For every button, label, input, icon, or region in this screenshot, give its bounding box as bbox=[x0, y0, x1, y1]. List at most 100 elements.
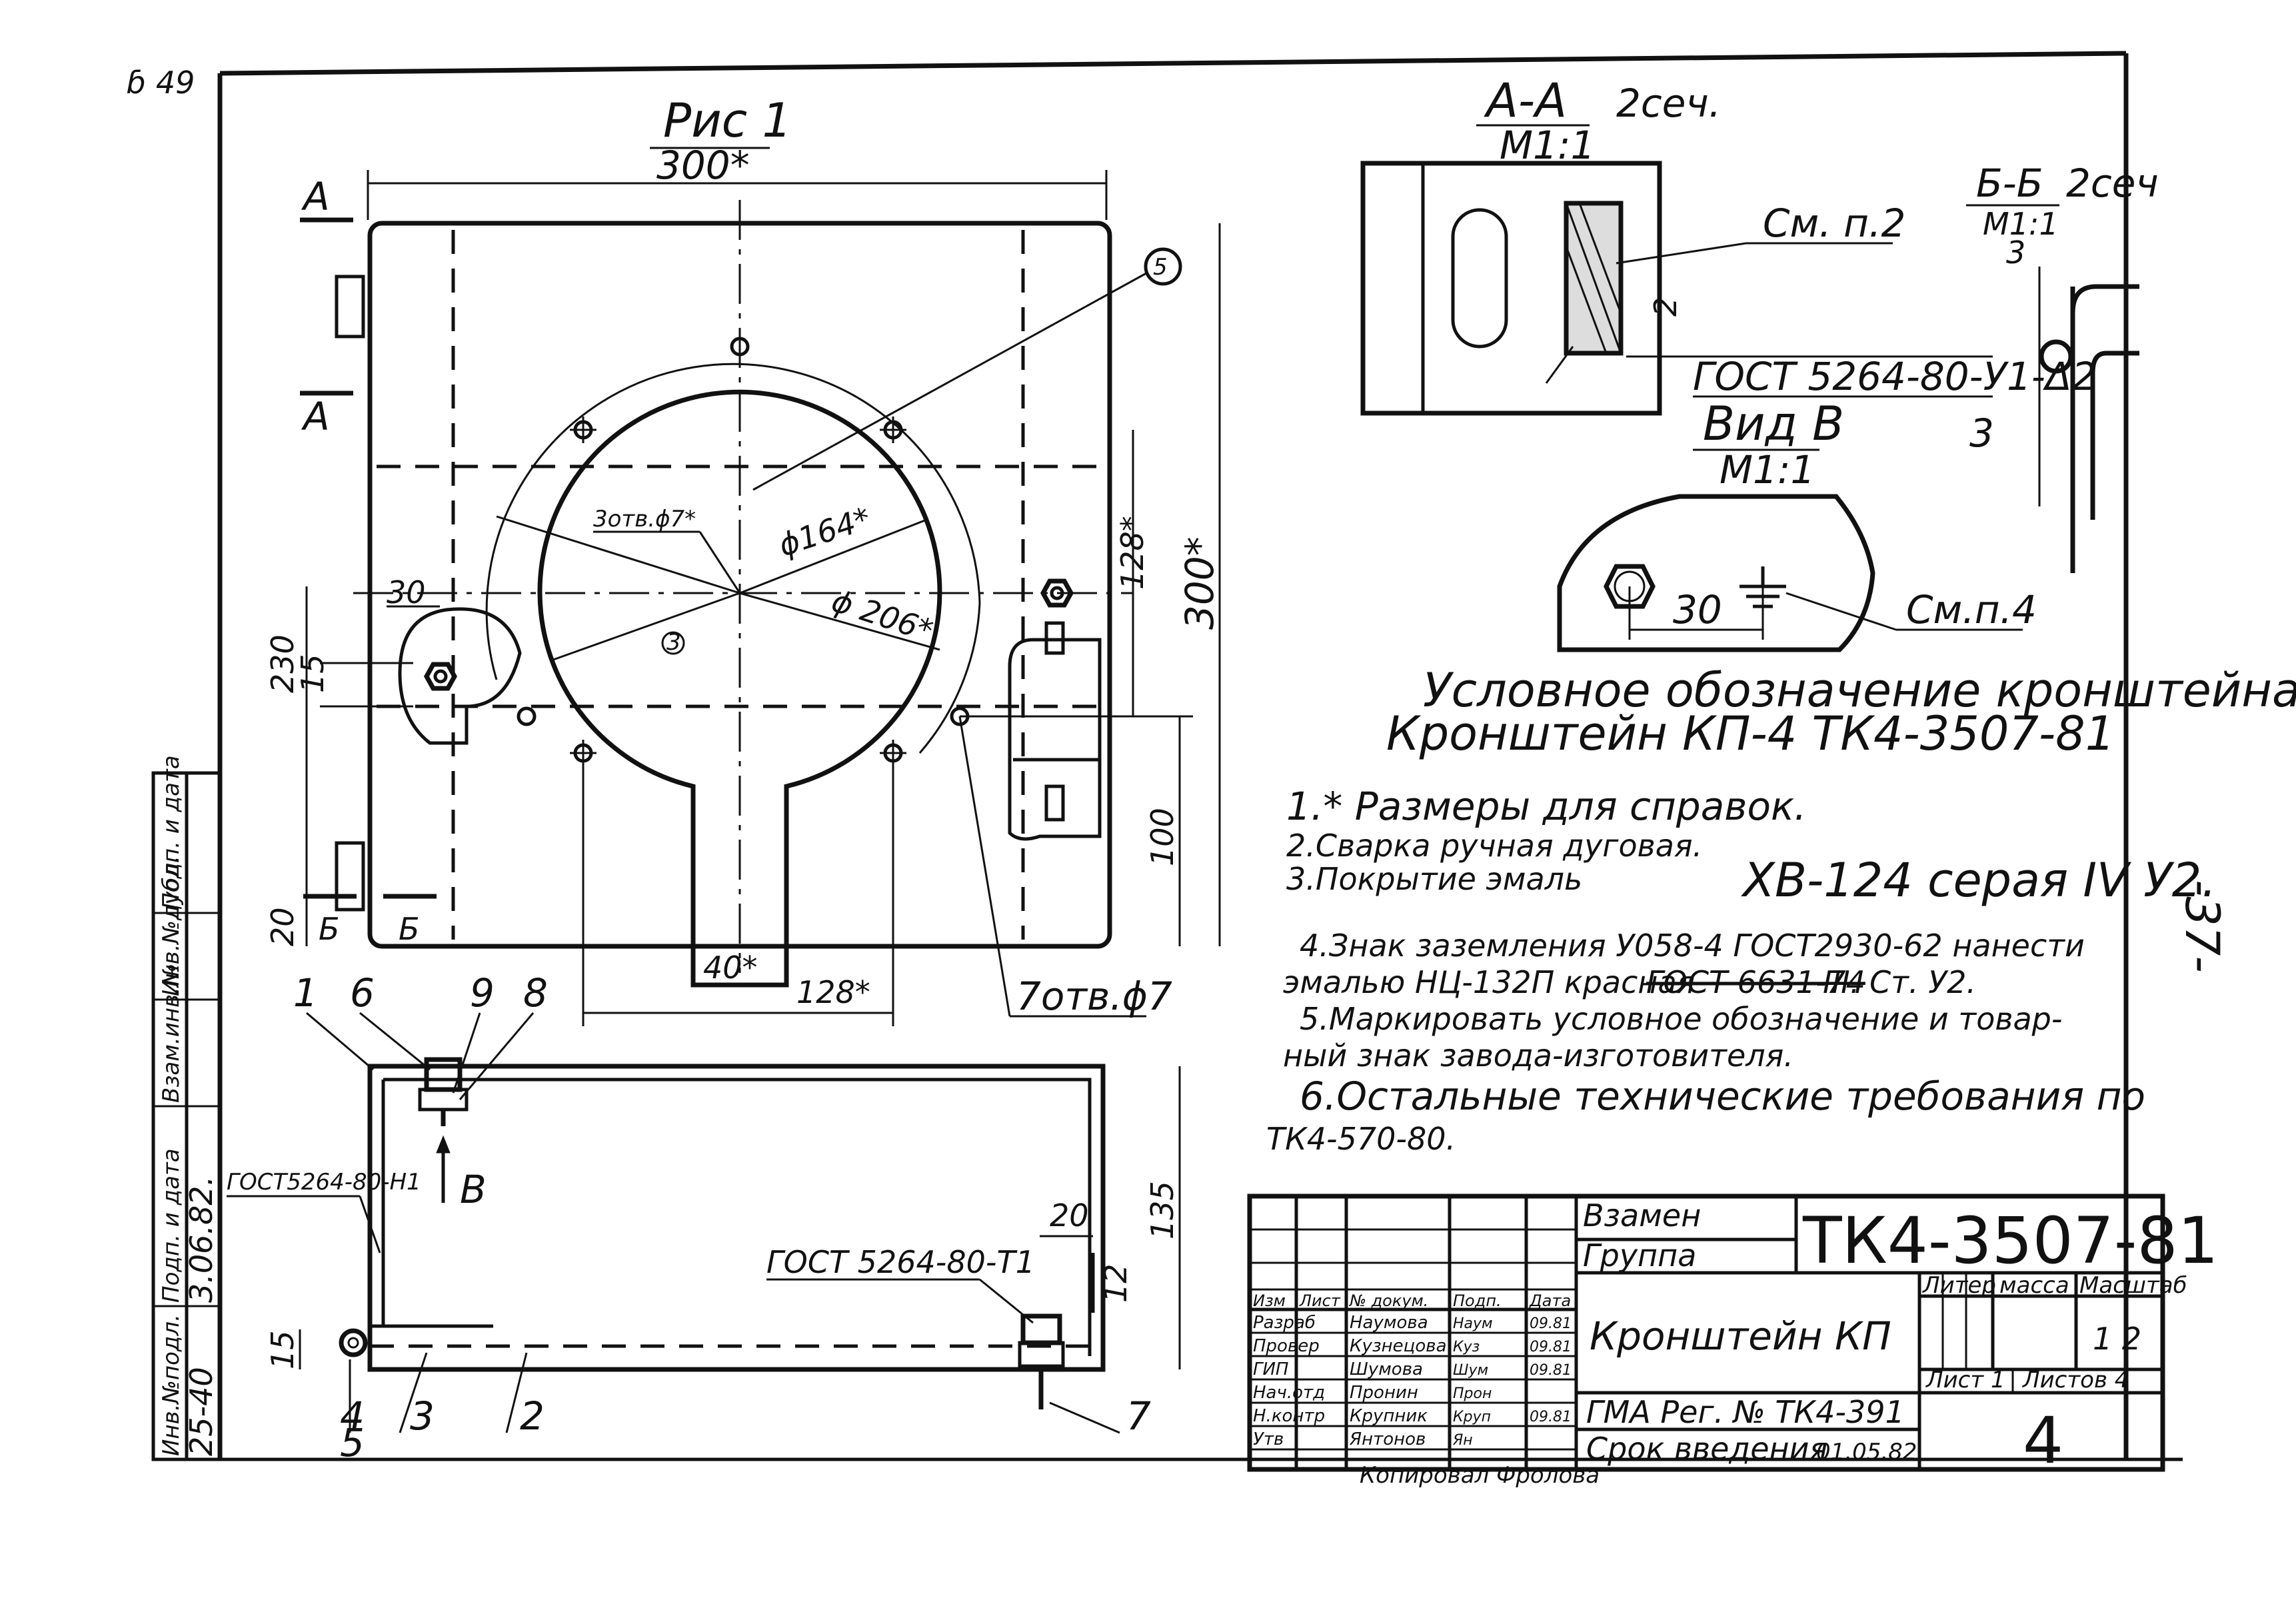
tb-row-name: Крупник bbox=[1350, 1406, 1428, 1426]
section-bb-scale: М1:1 bbox=[1983, 206, 2059, 242]
stamp-cell-vzam: Взам.инв.№ bbox=[158, 964, 185, 1103]
tb-row-role: ГИП bbox=[1253, 1359, 1289, 1379]
dim-100: 100 bbox=[1144, 808, 1180, 866]
designation-line-1: Условное обозначение кронштейна: bbox=[1423, 663, 2296, 718]
bolt-top bbox=[418, 1057, 469, 1126]
tb-header-data: Дата bbox=[1529, 1291, 1571, 1310]
dim-128-right: 128* bbox=[1114, 516, 1150, 590]
note-2: 2.Сварка ручная дуговая. bbox=[1286, 828, 1702, 864]
bottom-view: В ГОСТ5264-80-Н1 ГОСТ 5264-80-Т1 135 20 … bbox=[227, 970, 1181, 1465]
section-aa-suffix: 2сеч. bbox=[1616, 81, 1721, 126]
tb-srok: Срок введения bbox=[1586, 1431, 1827, 1467]
dim-230: 230 bbox=[265, 634, 301, 693]
dim-20-bottom: 20 bbox=[1050, 1198, 1089, 1233]
section-aa-title: А-А bbox=[1484, 73, 1567, 128]
tb-copied: Копировал Фролова bbox=[1360, 1462, 1600, 1489]
central-cutout bbox=[537, 389, 942, 988]
tb-gruppa: Группа bbox=[1583, 1237, 1696, 1273]
tb-row-sign: Круп bbox=[1453, 1409, 1491, 1425]
pos-4: 4 bbox=[340, 1393, 365, 1439]
section-aa-note: См. п.2 bbox=[1763, 201, 1905, 246]
tb-row-date: 09.81 bbox=[1530, 1339, 1572, 1355]
dim-30: 30 bbox=[387, 574, 426, 610]
corner-mark: ɓ 49 bbox=[127, 65, 195, 101]
pos-7: 7 bbox=[1126, 1393, 1151, 1439]
tb-srok-date: 01.05.82 bbox=[1816, 1439, 1917, 1465]
dim-15-bottom: 15 bbox=[265, 1330, 301, 1369]
section-mark-a-bottom: А bbox=[301, 394, 330, 439]
section-aa: А-А 2сеч. М1:1 См. п.2 2 ГОСТ 5264-80-У1… bbox=[1360, 73, 2096, 416]
section-aa-dim-2: 2 bbox=[1648, 297, 1684, 317]
note-6: 6.Остальные технические требования по bbox=[1300, 1074, 2145, 1119]
dim-40: 40* bbox=[703, 950, 758, 986]
pos-5-bottom: 5 bbox=[340, 1420, 365, 1465]
bolt-right bbox=[1040, 578, 1074, 608]
gost-h1-label: ГОСТ5264-80-Н1 bbox=[227, 1169, 421, 1196]
section-mark-b-left: Б bbox=[319, 911, 340, 947]
section-bb-title: Б-Б bbox=[1976, 161, 2043, 206]
figure-title: Рис 1 bbox=[663, 93, 792, 148]
section-mark-a-top: А bbox=[301, 174, 330, 219]
tb-name: Кронштейн КП bbox=[1590, 1313, 1891, 1359]
tb-row-role: Нач.отд bbox=[1253, 1383, 1325, 1403]
pos-1: 1 bbox=[293, 970, 318, 1016]
stamp-cell-podp: Подп. и дата bbox=[158, 1148, 185, 1303]
tb-row-sign: Наум bbox=[1453, 1315, 1493, 1332]
view-b: Вид В М1:1 30 См.п.4 bbox=[1557, 397, 2037, 652]
designation-line-2: Кронштейн КП-4 ТК4-3507-81 bbox=[1386, 706, 2115, 761]
dim-135: 135 bbox=[1144, 1181, 1180, 1239]
tb-row-name: Янтонов bbox=[1349, 1429, 1426, 1449]
view-b-note: См.п.4 bbox=[1906, 587, 2037, 632]
tb-header-list: Лист bbox=[1299, 1291, 1341, 1310]
position-callouts: 1 6 9 8 4 5 3 2 7 bbox=[293, 970, 1151, 1465]
position-3: 3 bbox=[666, 629, 681, 656]
title-block: Взамен Группа ТК4-3507-81 Кронштейн КП Г… bbox=[1247, 1194, 2219, 1489]
dim-12: 12 bbox=[1098, 1263, 1134, 1303]
tb-row-sign: Прон bbox=[1453, 1385, 1492, 1402]
tb-row-sign: Ян bbox=[1452, 1432, 1473, 1449]
pos-2: 2 bbox=[520, 1393, 545, 1439]
side-page-number: -37- bbox=[2175, 880, 2229, 973]
note-4-end: III. Ст. У2. bbox=[1823, 964, 1976, 1000]
stamp-cell-inv-podl: Инв.№подл. bbox=[158, 1314, 185, 1456]
note-4-struck: ГОСТ 6631-74 bbox=[1646, 964, 1865, 1000]
dim-phi-164: ϕ164* bbox=[774, 500, 875, 563]
side-stamp: Подп. и дата Инв.№дубл. Взам.инв.№ Подп.… bbox=[151, 755, 222, 1461]
view-b-title: Вид В bbox=[1703, 397, 1844, 451]
tb-doc-number: ТК4-3507-81 bbox=[1802, 1203, 2219, 1278]
designation-block: Условное обозначение кронштейна: Кронште… bbox=[1386, 663, 2296, 761]
section-aa-gost: ГОСТ 5264-80-У1-Δ2 bbox=[1693, 354, 2096, 399]
dim-20: 20 bbox=[265, 907, 301, 946]
tb-row-date: 09.81 bbox=[1530, 1315, 1572, 1332]
note-5: 5.Маркировать условное обозначение и тов… bbox=[1300, 1001, 2062, 1037]
section-bb-dim-3b: 3 bbox=[1969, 410, 1994, 456]
tb-row-date: 09.81 bbox=[1530, 1362, 1572, 1379]
note-1: 1.* Размеры для справок. bbox=[1286, 784, 1806, 829]
note-6-cont: ТК4-570-80. bbox=[1266, 1121, 1456, 1157]
gost-t1-label: ГОСТ 5264-80-Т1 bbox=[766, 1244, 1035, 1280]
dim-300-vertical: 300* bbox=[1177, 536, 1222, 630]
tb-row-sign: Куз bbox=[1453, 1339, 1480, 1355]
dim-128-bottom: 128* bbox=[796, 974, 870, 1010]
note-5-cont: ный знак завода-изготовителя. bbox=[1283, 1038, 1793, 1074]
ground-bolt-bottom-left bbox=[339, 1328, 368, 1357]
stamp-cell-podp-top: Подп. и дата bbox=[158, 755, 185, 910]
tb-org: ГМА Рег. № ТК4-391 bbox=[1586, 1394, 1905, 1430]
tb-vzamen: Взамен bbox=[1583, 1198, 1701, 1233]
stamp-cell-inv-dubl: Инв.№дубл. bbox=[158, 856, 185, 996]
mounting-holes bbox=[517, 337, 970, 766]
width-dimension: 300* bbox=[656, 143, 750, 188]
dim-15: 15 bbox=[295, 654, 331, 693]
holes-3-label: 3отв.ϕ7* bbox=[593, 506, 696, 532]
tb-signature-header: Изм Лист № докум. Подп. Дата bbox=[1253, 1291, 1571, 1310]
tb-row-name: Шумова bbox=[1350, 1359, 1423, 1379]
tb-listov: Листов 4 bbox=[2021, 1367, 2129, 1393]
tb-row-name: Кузнецова bbox=[1350, 1336, 1447, 1356]
pos-8: 8 bbox=[523, 970, 548, 1016]
ground-bolt-left bbox=[398, 607, 522, 745]
pos-6: 6 bbox=[350, 970, 375, 1016]
stamp-date-value: 3.06.82. bbox=[183, 1176, 219, 1303]
tb-row-role: Н.контр bbox=[1253, 1406, 1325, 1426]
tb-header-izm: Изм bbox=[1253, 1291, 1286, 1310]
